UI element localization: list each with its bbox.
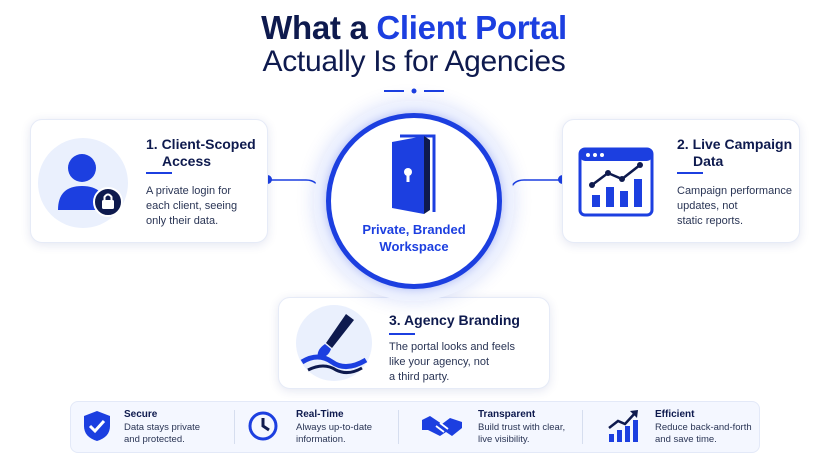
- card1-title-line1: 1. Client-Scoped: [146, 136, 256, 152]
- handshake-icon: [422, 416, 462, 436]
- card3-desc: The portal looks and feels like your age…: [389, 340, 515, 385]
- footer-separator: [234, 410, 235, 444]
- title-divider: [384, 88, 444, 94]
- card2-desc-line1: Campaign performance: [677, 185, 792, 197]
- footer-desc-realtime-2: information.: [296, 434, 346, 445]
- trend-up-icon: [608, 410, 638, 442]
- user-lock-icon: [58, 154, 123, 217]
- page-title: What a Client Portal: [0, 8, 828, 48]
- dashboard-chart-icon: [578, 147, 654, 217]
- title-line2: Actually Is for Agencies: [262, 45, 566, 78]
- center-label-line2: Workspace: [379, 239, 449, 254]
- title-prefix: What a: [261, 9, 377, 46]
- page-subtitle: Actually Is for Agencies: [0, 44, 828, 80]
- title-accent: Client Portal: [376, 9, 567, 46]
- shield-check-icon: [84, 411, 110, 441]
- card3-desc-line2: like your agency, not: [389, 356, 490, 368]
- card2-desc-line2: updates, not: [677, 200, 738, 212]
- center-label-line1: Private, Branded: [362, 222, 466, 237]
- footer-title-transparent: Transparent: [478, 409, 536, 420]
- card1-desc-line2: each client, seeing: [146, 200, 238, 212]
- card1-title-line2: Access: [162, 153, 212, 169]
- card2-title-line1: 2. Live Campaign: [677, 136, 793, 152]
- footer-desc-realtime: Always up-to-date information.: [296, 422, 372, 446]
- footer-desc-transparent-2: live visibility.: [478, 434, 530, 445]
- clock-icon: [248, 411, 278, 441]
- paintbrush-icon: [300, 314, 368, 375]
- footer-desc-transparent-1: Build trust with clear,: [478, 422, 566, 433]
- footer-desc-transparent: Build trust with clear, live visibility.: [478, 422, 565, 446]
- card3-desc-line1: The portal looks and feels: [389, 341, 515, 353]
- footer-desc-efficient-1: Reduce back-and-forth: [655, 422, 752, 433]
- footer-desc-secure: Data stays private and protected.: [124, 422, 200, 446]
- footer-separator: [582, 410, 583, 444]
- benefits-bar: [70, 401, 760, 453]
- footer-desc-realtime-1: Always up-to-date: [296, 422, 373, 433]
- footer-separator: [398, 410, 399, 444]
- footer-desc-secure-1: Data stays private: [124, 422, 201, 433]
- card1-title: 1. Client-Scoped Access: [146, 136, 256, 169]
- footer-desc-secure-2: and protected.: [124, 434, 185, 445]
- card3-title: 3. Agency Branding: [389, 312, 520, 328]
- door-icon: [392, 134, 436, 214]
- card2-desc-line3: static reports.: [677, 215, 744, 227]
- card2-desc: Campaign performance updates, not static…: [677, 184, 792, 229]
- card3-rule: [389, 333, 415, 335]
- card1-desc-line1: A private login for: [146, 185, 231, 197]
- footer-desc-efficient: Reduce back-and-forth and save time.: [655, 422, 752, 446]
- card3-desc-line3: a third party.: [389, 371, 450, 383]
- card2-title: 2. Live Campaign Data: [677, 136, 792, 169]
- footer-desc-efficient-2: and save time.: [655, 434, 717, 445]
- card1-rule: [146, 172, 172, 174]
- card1-desc-line3: only their data.: [146, 215, 219, 227]
- center-label: Private, Branded Workspace: [326, 221, 502, 255]
- footer-title-realtime: Real-Time: [296, 409, 344, 420]
- card2-title-line2: Data: [693, 153, 724, 169]
- card1-desc: A private login for each client, seeing …: [146, 184, 237, 229]
- card2-rule: [677, 172, 703, 174]
- footer-title-secure: Secure: [124, 409, 158, 420]
- footer-title-efficient: Efficient: [655, 409, 695, 420]
